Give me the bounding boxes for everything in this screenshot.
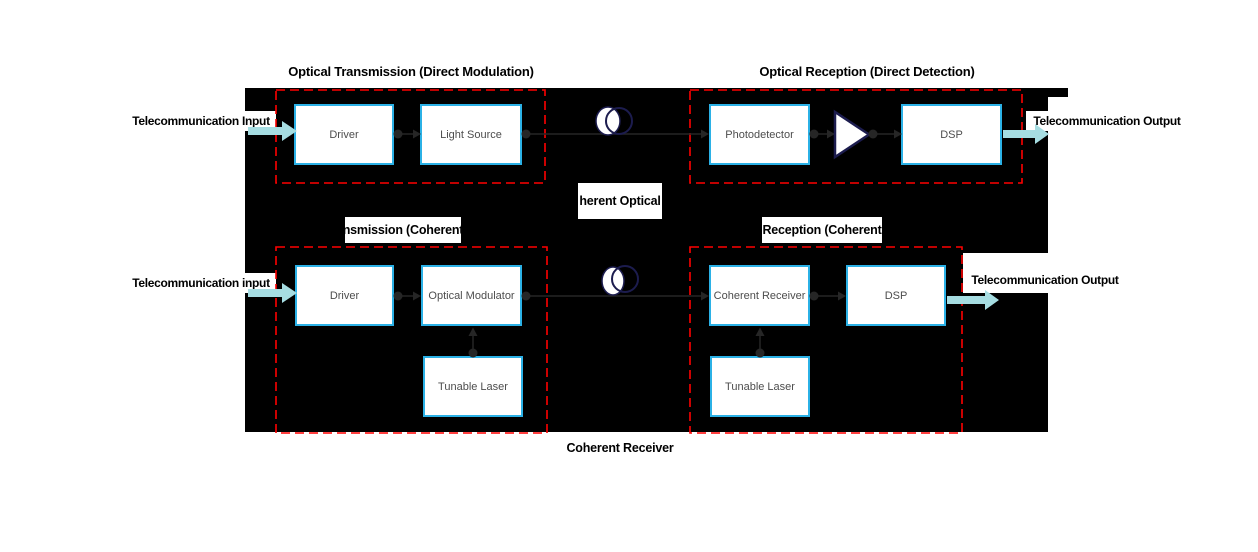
dashed-border-reception-coherent [689, 246, 963, 434]
fiber-lens-icon-bottom [601, 265, 639, 296]
caption-coherent-receiver: Coherent Receiver [566, 441, 674, 455]
connector-driver-to-optical-modulator [393, 291, 421, 301]
connector-coherent-receiver-to-dsp [809, 291, 846, 301]
block-label: DSP [884, 289, 908, 302]
block-label: Tunable Laser [438, 380, 508, 393]
connector-modulator-to-coherent-receiver [521, 291, 709, 301]
block-coherent-receiver: Coherent Receiver [709, 265, 810, 326]
label-telecom-input-bottom: Telecommunication input [126, 273, 276, 293]
fiber-lens-icon-top [595, 106, 633, 136]
connector-photodetector-to-amplifier [809, 129, 835, 139]
title-reception-coherent-clipped: Reception (Coherent [762, 217, 882, 243]
block-photodetector: Photodetector [709, 104, 810, 165]
label-telecom-output-bottom: Telecommunication Output [964, 270, 1126, 290]
block-driver-bottom: Driver [295, 265, 394, 326]
connector-tunable-laser-to-coherent-receiver [755, 327, 765, 358]
title-transmission-direct: Optical Transmission (Direct Modulation) [288, 64, 534, 79]
block-optical-modulator: Optical Modulator [421, 265, 522, 326]
output-arrow-top [1003, 124, 1049, 144]
dashed-border-transmission-direct [275, 89, 546, 184]
background-panel-tab [1048, 88, 1068, 97]
amplifier-icon [833, 109, 872, 160]
block-label: Coherent Receiver [713, 289, 806, 302]
block-dsp-bottom: DSP [846, 265, 946, 326]
dashed-border-transmission-coherent [275, 246, 548, 434]
label-telecom-output-top: Telecommunication Output [1026, 111, 1188, 131]
block-light-source: Light Source [420, 104, 522, 165]
title-reception-direct: Optical Reception (Direct Detection) [759, 64, 975, 79]
connector-amplifier-to-dsp [868, 129, 902, 139]
block-label: Tunable Laser [725, 380, 795, 393]
block-label: Driver [329, 128, 359, 141]
block-tunable-laser-right: Tunable Laser [710, 356, 810, 417]
label-coherent-optical-clipped: herent Optical [578, 183, 662, 219]
output-arrow-bottom [947, 290, 999, 310]
label-telecom-input-top: Telecommunication Input [126, 111, 276, 131]
block-label: Optical Modulator [428, 289, 515, 302]
input-arrow-top [248, 121, 297, 141]
connector-tunable-laser-to-modulator [468, 327, 478, 358]
block-label: Photodetector [725, 128, 794, 141]
block-label: Light Source [440, 128, 502, 141]
title-transmission-coherent-clipped: nsmission (Coherent [345, 217, 461, 243]
block-dsp-top: DSP [901, 104, 1002, 165]
block-label: DSP [940, 128, 963, 141]
connector-driver-to-light-source [393, 129, 421, 139]
block-driver-top: Driver [294, 104, 394, 165]
input-arrow-bottom [248, 283, 297, 303]
block-label: Driver [329, 289, 360, 302]
